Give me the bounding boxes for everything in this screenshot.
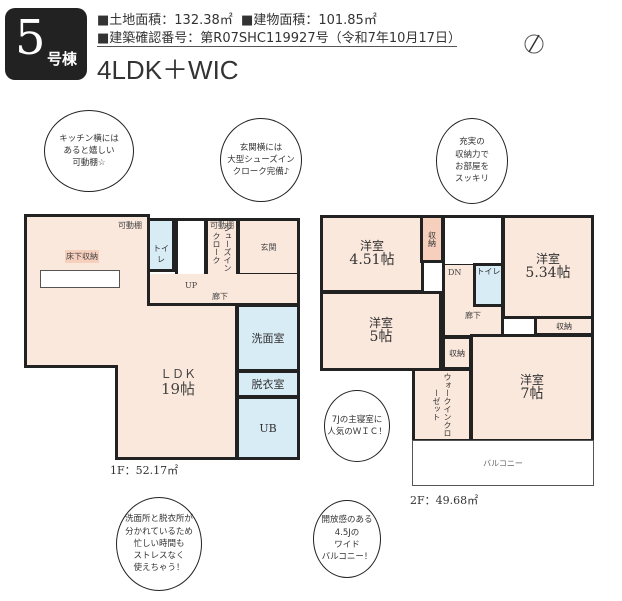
storage-2f-2: 収納 (534, 316, 594, 336)
unit-bath: UB (236, 396, 300, 460)
land-area: ■土地面積：132.38㎡ (97, 13, 233, 28)
ldk-lower (115, 365, 238, 460)
bubble-storage: 充実の 収納力で お部屋を スッキリ (436, 118, 508, 204)
wic-label: ウォークインクローゼット (432, 373, 452, 437)
shelf-label-1: 可動棚 (118, 221, 142, 230)
floor2-area: 2F：49.68㎡ (410, 494, 479, 507)
genkan: 玄関 (237, 218, 300, 276)
kitchen-counter (40, 270, 120, 288)
dn-label: DN (448, 268, 462, 277)
underfloor-storage-label: 床下収納 (65, 250, 99, 263)
hallway-1f (147, 274, 300, 306)
bubble-kitchen: キッチン横には あると嬉しい 可動棚☆ (44, 110, 134, 192)
divider (97, 46, 457, 47)
compass-icon (522, 32, 546, 56)
walk-in-closet: ウォークインクローゼット (412, 368, 472, 442)
stairs-1f (175, 218, 207, 278)
hall-label-2f: 廊下 (465, 310, 481, 320)
hall-label-1f: 廊下 (212, 292, 228, 301)
ldk-join2 (118, 364, 235, 370)
room-name: 洋室 (535, 251, 560, 266)
bubble-entrance: 玄関横には 大型シューズイン クローク完備♪ (220, 118, 302, 202)
building-suffix: 号棟 (47, 50, 78, 68)
bubble-wash: 洗面所と脱衣所が 分かれているため 忙しい時間も ストレスなく 使えちゃう！ (116, 497, 202, 591)
ldk-name: ＬＤＫ (160, 367, 197, 381)
storage-2f-3: 収納 (442, 336, 472, 370)
room-size: 4.51帖 (349, 251, 395, 268)
room-name: 洋室 (368, 315, 393, 330)
room-size: 5.34帖 (525, 264, 571, 281)
storage-2f-1: 収納 (420, 215, 444, 263)
room-name: 洋室 (359, 238, 384, 253)
balcony: バルコニー (412, 440, 594, 486)
room-size: 7帖 (520, 385, 544, 402)
shoes-closet-label: シューズインクローク (212, 224, 232, 272)
toilet-2f: トイレ (473, 263, 504, 307)
info-areas: ■土地面積：132.38㎡ ■建物面積：101.85㎡ (97, 9, 377, 28)
bubble-balcony: 開放感のある 4.5Jの ワイド バルコニー！ (313, 500, 381, 578)
room-name: 洋室 (519, 372, 544, 387)
room-size: 5帖 (369, 328, 393, 345)
bubble-wic: 7Jの主寝室に 人気のＷＩＣ！ (324, 390, 390, 462)
genkan-label: 玄関 (260, 242, 277, 252)
ldk-size: 19帖 (160, 380, 196, 399)
confirmation-number: ■建築確認番号：第R07SHC119927号（令和7年10月17日） (97, 31, 461, 46)
building-area: ■建物面積：101.85㎡ (241, 13, 377, 28)
layout-type: 4LDK＋WIC (97, 55, 239, 85)
dressing-room: 脱衣室 (236, 370, 300, 398)
building-number-badge: 5 号棟 (5, 8, 87, 80)
washroom: 洗面室 (236, 304, 300, 372)
up-label: UP (185, 281, 198, 290)
shelf-label-2: 可動棚 (210, 221, 234, 230)
stairs-2f (442, 215, 504, 267)
floor1-area: 1F：52.17㎡ (110, 464, 179, 477)
building-number: 5 (15, 10, 46, 66)
toilet-1f: トイレ (147, 218, 175, 272)
storage-label: 収納 (427, 231, 437, 247)
ldk-join (27, 290, 235, 296)
